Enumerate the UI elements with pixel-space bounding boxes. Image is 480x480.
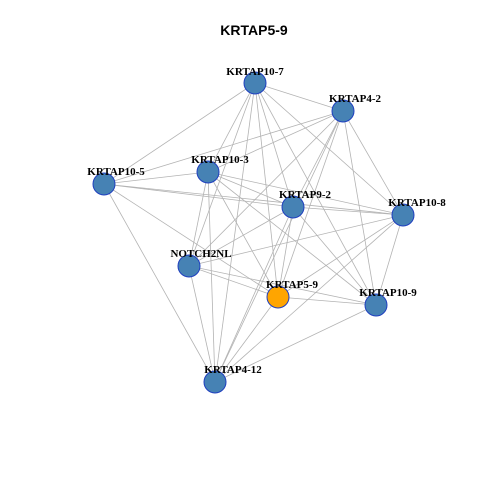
edge-KRTAP5-9-KRTAP10-9 — [277, 296, 377, 306]
node-label-KRTAP4-2: KRTAP4-2 — [329, 93, 381, 105]
node-label-NOTCH2NL: NOTCH2NL — [170, 248, 231, 260]
edge-KRTAP10-5-KRTAP9-2 — [103, 183, 294, 208]
edge-KRTAP10-3-KRTAP10-9 — [207, 171, 377, 306]
edge-KRTAP5-9-KRTAP4-12 — [214, 296, 279, 383]
edge-KRTAP4-2-KRTAP10-8 — [342, 110, 404, 216]
node-KRTAP9-2[interactable] — [281, 195, 305, 219]
edge-KRTAP10-5-KRTAP10-3 — [103, 171, 209, 185]
node-KRTAP10-8[interactable] — [391, 203, 415, 227]
edge-KRTAP4-2-KRTAP9-2 — [292, 110, 344, 208]
edge-KRTAP4-2-KRTAP10-3 — [207, 110, 344, 173]
edge-KRTAP4-2-KRTAP5-9 — [277, 110, 344, 298]
node-label-KRTAP10-8: KRTAP10-8 — [388, 197, 446, 209]
edge-KRTAP10-7-KRTAP4-2 — [254, 82, 344, 112]
node-label-KRTAP9-2: KRTAP9-2 — [279, 189, 331, 201]
node-KRTAP10-9[interactable] — [364, 293, 388, 317]
node-label-KRTAP10-7: KRTAP10-7 — [226, 66, 284, 78]
node-KRTAP5-9[interactable] — [266, 285, 290, 309]
edge-KRTAP10-7-NOTCH2NL — [188, 82, 256, 267]
edge-KRTAP9-2-KRTAP10-9 — [292, 206, 377, 306]
node-KRTAP4-2[interactable] — [331, 99, 355, 123]
edge-NOTCH2NL-KRTAP10-9 — [188, 265, 377, 306]
node-layer — [92, 71, 415, 394]
node-KRTAP4-12[interactable] — [203, 370, 227, 394]
node-KRTAP10-5[interactable] — [92, 172, 116, 196]
node-label-KRTAP10-3: KRTAP10-3 — [191, 154, 249, 166]
edge-layer — [103, 82, 404, 383]
node-NOTCH2NL[interactable] — [177, 254, 201, 278]
node-label-KRTAP4-12: KRTAP4-12 — [204, 364, 262, 376]
edge-KRTAP10-3-NOTCH2NL — [188, 171, 209, 267]
edge-KRTAP10-7-KRTAP4-12 — [214, 82, 256, 383]
edge-KRTAP10-7-KRTAP9-2 — [254, 82, 294, 208]
edge-KRTAP4-2-NOTCH2NL — [188, 110, 344, 267]
edge-KRTAP4-2-KRTAP10-9 — [342, 110, 377, 306]
edge-NOTCH2NL-KRTAP5-9 — [188, 265, 279, 298]
edge-NOTCH2NL-KRTAP4-12 — [188, 265, 216, 383]
diagram-title: KRTAP5-9 — [220, 22, 288, 38]
edge-KRTAP10-8-NOTCH2NL — [188, 214, 404, 267]
edge-KRTAP9-2-KRTAP4-12 — [214, 206, 294, 383]
edge-KRTAP10-5-KRTAP5-9 — [103, 183, 279, 298]
edge-KRTAP10-3-KRTAP5-9 — [207, 171, 279, 298]
node-label-KRTAP5-9: KRTAP5-9 — [266, 279, 318, 291]
edge-KRTAP10-3-KRTAP9-2 — [207, 171, 294, 208]
edge-KRTAP9-2-KRTAP10-8 — [292, 206, 404, 216]
node-KRTAP10-7[interactable] — [243, 71, 267, 95]
edge-KRTAP10-7-KRTAP5-9 — [254, 82, 279, 298]
edge-KRTAP10-9-KRTAP4-12 — [214, 304, 377, 383]
edge-KRTAP10-5-KRTAP10-8 — [103, 183, 404, 216]
edge-KRTAP10-3-KRTAP10-8 — [207, 171, 404, 216]
edge-KRTAP10-8-KRTAP4-12 — [214, 214, 404, 383]
edge-KRTAP10-3-KRTAP4-12 — [207, 171, 216, 383]
edge-KRTAP9-2-NOTCH2NL — [188, 206, 294, 267]
edge-KRTAP10-7-KRTAP10-8 — [254, 82, 404, 216]
edge-KRTAP10-8-KRTAP10-9 — [375, 214, 404, 306]
edge-KRTAP10-5-KRTAP4-12 — [103, 183, 216, 383]
edge-KRTAP10-7-KRTAP10-5 — [103, 82, 256, 185]
node-label-KRTAP10-9: KRTAP10-9 — [359, 287, 417, 299]
node-KRTAP10-3[interactable] — [196, 160, 220, 184]
edge-KRTAP4-2-KRTAP4-12 — [214, 110, 344, 383]
edge-KRTAP9-2-KRTAP5-9 — [277, 206, 294, 298]
edge-KRTAP10-7-KRTAP10-3 — [207, 82, 256, 173]
edge-KRTAP4-2-KRTAP10-5 — [103, 110, 344, 185]
node-label-KRTAP10-5: KRTAP10-5 — [87, 166, 145, 178]
edge-KRTAP10-8-KRTAP5-9 — [277, 214, 404, 298]
edge-KRTAP10-7-KRTAP10-9 — [254, 82, 377, 306]
